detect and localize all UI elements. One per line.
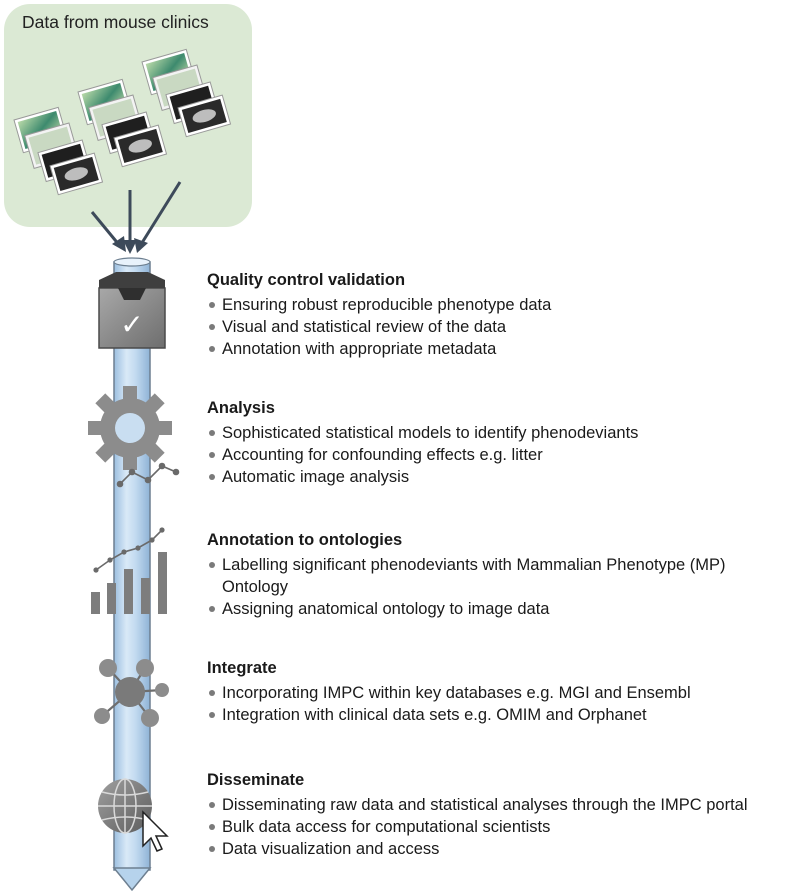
small-line-graph-icon [116, 462, 180, 488]
section-analysis: Analysis Sophisticated statistical model… [207, 398, 638, 488]
bullet-item: Bulk data access for computational scien… [207, 816, 777, 838]
clinic-image-stack-middle [77, 78, 168, 168]
pipeline-pipe [112, 257, 152, 892]
arrowheads [112, 236, 148, 254]
bullet-item: Incorporating IMPC within key databases … [207, 682, 691, 704]
bullet-item: Automatic image analysis [207, 466, 638, 488]
checkmark-box-icon: ✓ [98, 272, 166, 349]
bullet-item: Accounting for confounding effects e.g. … [207, 444, 638, 466]
section-title: Annotation to ontologies [207, 531, 403, 549]
svg-text:✓: ✓ [120, 308, 143, 341]
input-arrows [90, 181, 182, 247]
section-title: Disseminate [207, 771, 305, 789]
bullet-item: Labelling significant phenodeviants with… [207, 554, 727, 598]
gear-icon [88, 386, 172, 470]
bullet-item: Disseminating raw data and statistical a… [207, 794, 777, 816]
section-title: Quality control validation [207, 271, 406, 289]
bullet-item: Integration with clinical data sets e.g.… [207, 704, 691, 726]
bullet-item: Annotation with appropriate metadata [207, 338, 551, 360]
clinic-image-stack-right [141, 48, 232, 138]
clinic-image-stack-left [13, 106, 104, 196]
section-integrate: Integrate Incorporating IMPC within key … [207, 658, 691, 726]
network-icon [94, 659, 169, 727]
section-title: Analysis [207, 399, 275, 417]
bullet-item: Visual and statistical review of the dat… [207, 316, 551, 338]
section-title: Integrate [207, 659, 277, 677]
section-disseminate: Disseminate Disseminating raw data and s… [207, 770, 777, 860]
section-annotation-ontologies: Annotation to ontologies Labelling signi… [207, 530, 727, 620]
bullet-item: Data visualization and access [207, 838, 777, 860]
clinics-title: Data from mouse clinics [22, 12, 209, 32]
bullet-item: Assigning anatomical ontology to image d… [207, 598, 727, 620]
bullet-item: Sophisticated statistical models to iden… [207, 422, 638, 444]
section-quality-control: Quality control validation Ensuring robu… [207, 270, 551, 360]
bullet-item: Ensuring robust reproducible phenotype d… [207, 294, 551, 316]
cursor-icon [142, 810, 169, 852]
bar-chart-icon [91, 527, 167, 614]
